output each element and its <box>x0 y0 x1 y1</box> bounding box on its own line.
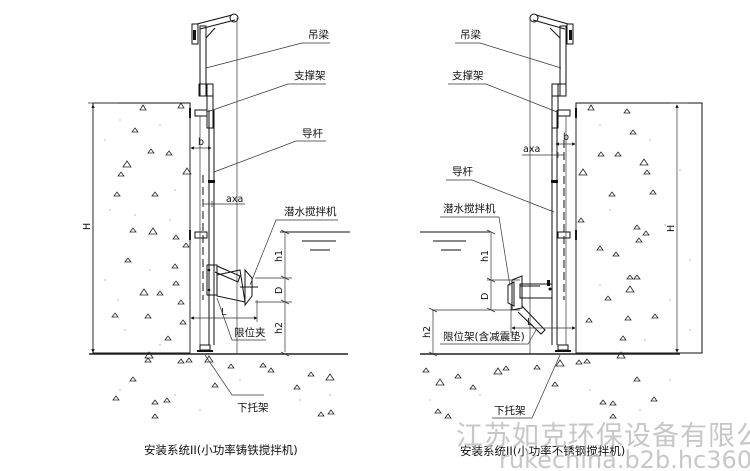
left-label-guide-rod: 导杆 <box>302 127 323 140</box>
right-label-limit-frame: 限位架(含减震垫) <box>443 330 525 343</box>
left-leaders <box>204 42 338 396</box>
right-dimension-axa: axa <box>522 144 564 158</box>
right-label-support-frame: 支撑架 <box>452 69 484 82</box>
watermark: 江苏如克环保设备有限公司 rukechina.b2b.hc360.com <box>456 421 750 471</box>
left-drawing: H <box>82 13 350 457</box>
left-concrete-wall <box>92 102 192 359</box>
right-dim-L-label: L <box>527 317 533 328</box>
right-caption: 安装系统II(小功率不锈钢搅拌机) <box>460 444 625 458</box>
left-dim-H-label: H <box>82 223 93 230</box>
right-label-submersible-mixer: 潜水搅拌机 <box>443 202 496 215</box>
left-dim-axa-label: axa <box>226 194 243 205</box>
right-floor-concrete <box>422 358 671 419</box>
right-dim-h2-label: h2 <box>422 326 433 338</box>
left-dimension-L: L <box>190 300 258 322</box>
left-dim-h2-label: h2 <box>274 322 285 334</box>
right-dim-axa-label: axa <box>523 144 540 155</box>
left-floor-concrete <box>112 355 335 419</box>
right-water-level <box>420 231 490 251</box>
left-caption: 安装系统II(小功率铸铁搅拌机) <box>144 443 298 457</box>
left-label-lower-bracket: 下托架 <box>237 401 269 414</box>
right-dimension-H: H <box>666 102 688 353</box>
right-dim-b-label: b <box>563 132 569 143</box>
left-lifting-beam <box>191 13 239 354</box>
left-dimension-H: H <box>82 102 118 353</box>
right-dimension-b: b <box>555 132 576 146</box>
right-label-guide-rod: 导杆 <box>452 165 473 178</box>
left-label-lifting-beam: 吊梁 <box>308 28 329 41</box>
left-dimension-h1-D-h2: h1 D h2 <box>255 229 292 357</box>
right-dim-h1-label: h1 <box>480 250 491 262</box>
right-concrete-wall <box>575 102 703 359</box>
right-dimension-h1-D-h2: h1 D h2 <box>422 229 520 357</box>
right-lower-bracket <box>555 344 571 352</box>
left-submersible-mixer <box>206 264 258 307</box>
left-lower-bracket <box>197 344 213 352</box>
right-dim-D-label: D <box>480 293 491 300</box>
right-label-lower-bracket: 下托架 <box>494 404 526 417</box>
watermark-site: rukechina.b2b.hc360.com <box>499 446 750 471</box>
left-dimension-axa: axa <box>202 194 245 207</box>
right-drawing: H <box>420 13 703 458</box>
left-label-support-frame: 支撑架 <box>294 69 326 82</box>
left-dimension-b: b <box>190 137 212 150</box>
left-dim-h1-label: h1 <box>274 250 285 262</box>
right-dim-H-label: H <box>666 225 677 232</box>
watermark-company: 江苏如克环保设备有限公司 <box>456 421 750 452</box>
left-label-submersible-mixer: 潜水搅拌机 <box>284 205 337 218</box>
right-leaders <box>440 42 562 419</box>
left-dim-b-label: b <box>198 137 204 148</box>
right-dimension-L: L <box>510 305 576 333</box>
left-water-level <box>280 231 350 251</box>
right-label-lifting-beam: 吊梁 <box>460 28 481 41</box>
left-label-limit-clamp: 限位夹 <box>234 326 266 339</box>
right-submersible-mixer <box>507 275 553 335</box>
left-dim-D-label: D <box>274 287 285 294</box>
left-support-frame <box>189 83 214 240</box>
left-dim-L-label: L <box>221 307 227 318</box>
right-guide-rod <box>551 110 577 354</box>
